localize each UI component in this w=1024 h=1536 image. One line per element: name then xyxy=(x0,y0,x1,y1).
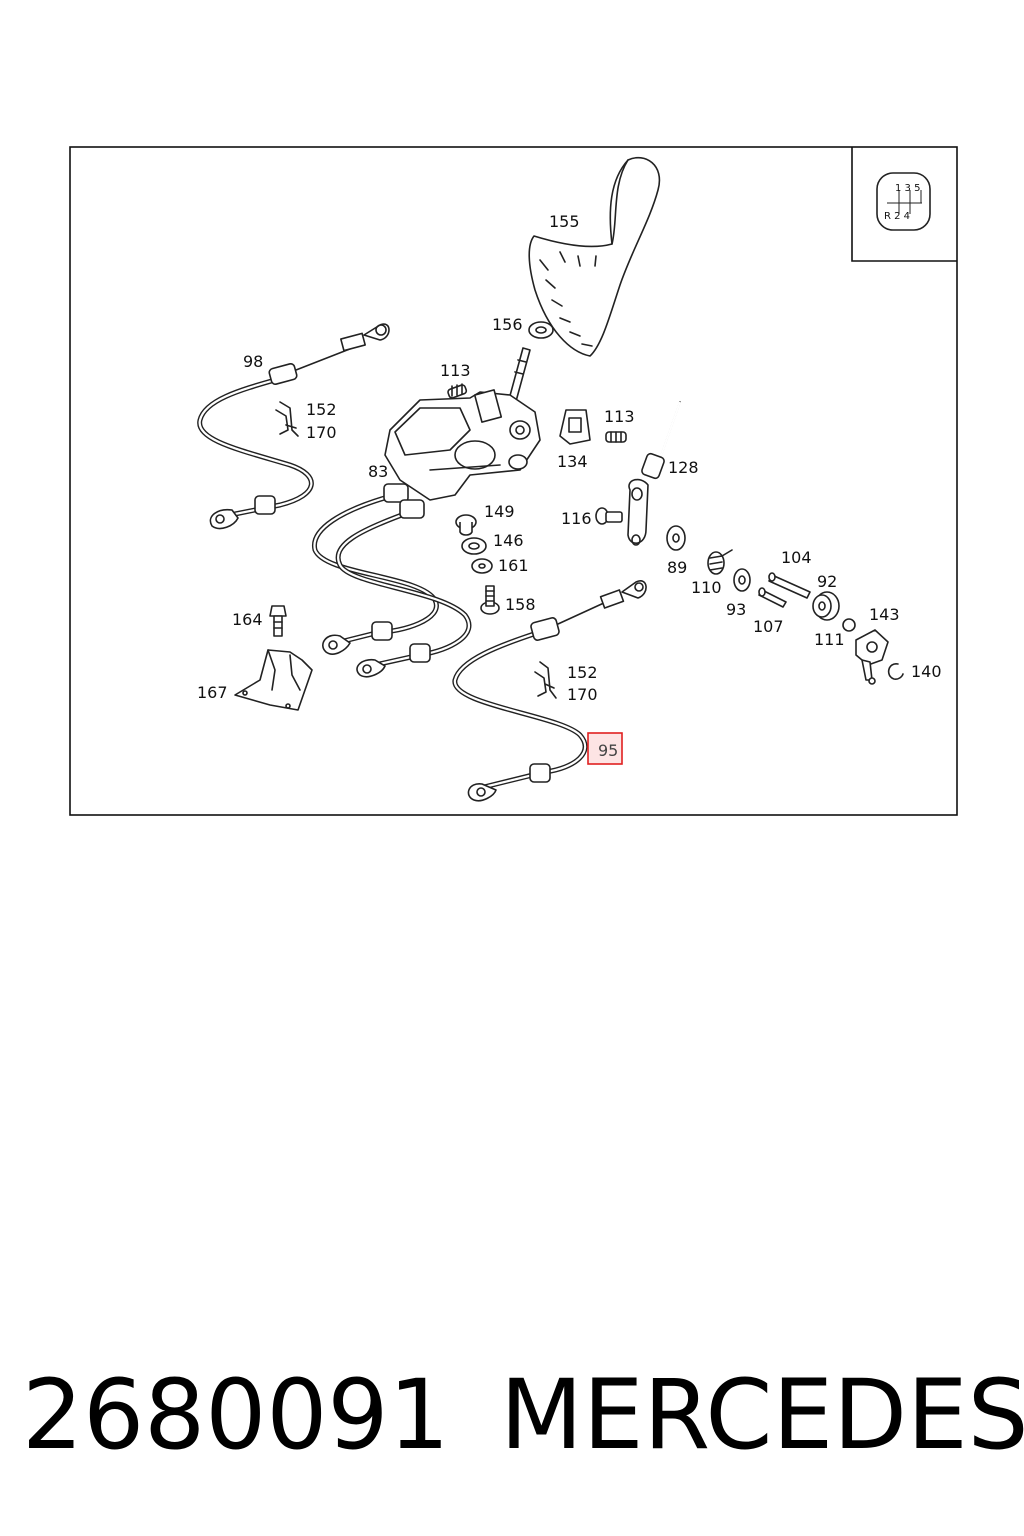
spring-110 xyxy=(707,549,733,575)
ring-156 xyxy=(528,321,554,339)
grommet-149 xyxy=(455,514,477,536)
callout-93[interactable]: 93 xyxy=(726,600,746,619)
shift-boot xyxy=(528,156,661,357)
callout-170-upper[interactable]: 170 xyxy=(306,423,337,442)
gear-pattern-inset: 1 3 5 R 2 4 xyxy=(851,147,957,262)
callout-161[interactable]: 161 xyxy=(498,556,529,575)
cable-95 xyxy=(452,580,647,802)
washer-89 xyxy=(666,525,686,551)
shifter-housing xyxy=(384,389,541,501)
callout-92[interactable]: 92 xyxy=(817,572,837,591)
cable-left-b xyxy=(335,499,472,678)
callout-156[interactable]: 156 xyxy=(492,315,523,334)
callout-111[interactable]: 111 xyxy=(814,630,845,649)
part-number: 2680091 xyxy=(22,1359,450,1471)
callout-116[interactable]: 116 xyxy=(561,509,592,528)
bolt-116 xyxy=(595,507,623,525)
pad-134 xyxy=(559,409,591,445)
callout-158[interactable]: 158 xyxy=(505,595,536,614)
lever-143 xyxy=(855,629,889,685)
callout-140[interactable]: 140 xyxy=(911,662,942,681)
callout-143[interactable]: 143 xyxy=(869,605,900,624)
bolt-158 xyxy=(480,585,500,615)
bracket-167 xyxy=(234,649,313,711)
bolt-164 xyxy=(269,605,287,637)
callout-89[interactable]: 89 xyxy=(667,558,687,577)
callout-149[interactable]: 149 xyxy=(484,502,515,521)
bolt-113a xyxy=(447,383,468,399)
callout-95[interactable]: 95 xyxy=(598,741,618,760)
washer-93 xyxy=(733,568,751,592)
callout-155[interactable]: 155 xyxy=(549,212,580,231)
callout-113-upper[interactable]: 113 xyxy=(440,361,471,380)
callout-152-lower[interactable]: 152 xyxy=(567,663,598,682)
diagram-frame xyxy=(69,146,958,816)
callout-164[interactable]: 164 xyxy=(232,610,263,629)
gear-pattern-bottom: R 2 4 xyxy=(884,211,910,222)
bolt-113b xyxy=(605,431,627,443)
cable-98 xyxy=(197,323,390,530)
washer-161 xyxy=(471,558,493,574)
linkage-rod-128 xyxy=(627,401,681,546)
highlight-box xyxy=(587,732,623,765)
callout-152-upper[interactable]: 152 xyxy=(306,400,337,419)
callout-128[interactable]: 128 xyxy=(668,458,699,477)
callout-98[interactable]: 98 xyxy=(243,352,263,371)
bracket-152-170-lower xyxy=(534,661,557,699)
callout-107[interactable]: 107 xyxy=(753,617,784,636)
cable-left-a xyxy=(312,483,439,655)
gear-pattern-top: 1 3 5 xyxy=(895,183,920,194)
brand-name: MERCEDES xyxy=(500,1359,1024,1471)
highlighted-callout-95[interactable]: 95 xyxy=(587,732,623,765)
pin-104 xyxy=(768,572,811,599)
clip-140 xyxy=(887,663,904,680)
callout-146[interactable]: 146 xyxy=(493,531,524,550)
callout-110[interactable]: 110 xyxy=(691,578,722,597)
washer-146 xyxy=(461,537,487,555)
callout-83[interactable]: 83 xyxy=(368,462,388,481)
cap-111 xyxy=(842,618,856,632)
bushing-92 xyxy=(812,591,840,621)
callout-170-lower[interactable]: 170 xyxy=(567,685,598,704)
callout-104[interactable]: 104 xyxy=(781,548,812,567)
callout-167[interactable]: 167 xyxy=(197,683,228,702)
pin-107 xyxy=(758,587,787,608)
callout-labels: 155 156 98 113 152 170 113 134 128 83 14… xyxy=(197,212,942,704)
callout-134[interactable]: 134 xyxy=(557,452,588,471)
bracket-152-170-upper xyxy=(275,401,299,437)
callout-113-right[interactable]: 113 xyxy=(604,407,635,426)
